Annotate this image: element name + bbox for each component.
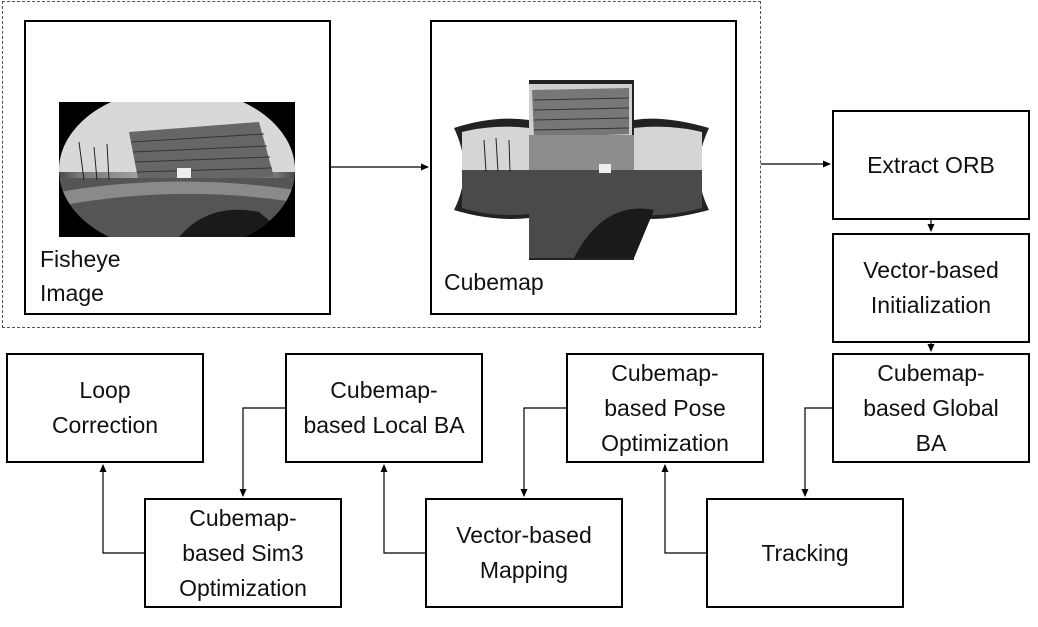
vector-mapping-label: Vector-based Mapping <box>456 522 592 583</box>
cubemap-local-ba-node: Cubemap- based Local BA <box>285 353 483 463</box>
loop-correction-node: Loop Correction <box>6 353 204 463</box>
cubemap-pose-optimization-node: Cubemap- based Pose Optimization <box>566 353 764 463</box>
tracking-label: Tracking <box>761 539 849 566</box>
vector-mapping-node: Vector-based Mapping <box>425 498 623 608</box>
arrow-pose-to-mapping <box>520 407 566 497</box>
cubemap-local-ba-label: Cubemap- based Local BA <box>303 377 465 438</box>
arrow-sim3-to-loop <box>99 464 144 554</box>
extract-orb-label: Extract ORB <box>867 151 995 178</box>
arrow-local-ba-to-sim3 <box>239 407 285 497</box>
cubemap-global-ba-label: Cubemap- based Global BA <box>863 359 999 456</box>
input-group-frame <box>2 1 761 328</box>
arrow-global-ba-to-tracking <box>801 407 832 497</box>
vector-initialization-label: Vector-based Initialization <box>863 257 999 318</box>
fisheye-image <box>59 102 295 237</box>
fisheye-image-panel: Fisheye Image <box>24 20 331 315</box>
fisheye-image-caption: Fisheye Image <box>40 246 121 306</box>
cubemap-global-ba-node: Cubemap- based Global BA <box>832 353 1030 463</box>
arrow-tracking-to-pose <box>661 464 706 554</box>
cubemap-sim3-label: Cubemap- based Sim3 Optimization <box>179 504 307 601</box>
vector-initialization-node: Vector-based Initialization <box>832 233 1030 343</box>
cubemap-pose-optimization-label: Cubemap- based Pose Optimization <box>601 359 729 456</box>
loop-correction-label: Loop Correction <box>51 377 159 438</box>
cubemap-image <box>454 80 709 260</box>
cubemap-caption: Cubemap <box>444 269 544 295</box>
cubemap-panel: Cubemap <box>430 20 737 315</box>
extract-orb-node: Extract ORB <box>832 110 1030 220</box>
tracking-node: Tracking <box>706 498 904 608</box>
cubemap-sim3-node: Cubemap- based Sim3 Optimization <box>144 498 342 608</box>
arrow-mapping-to-local-ba <box>380 464 425 554</box>
